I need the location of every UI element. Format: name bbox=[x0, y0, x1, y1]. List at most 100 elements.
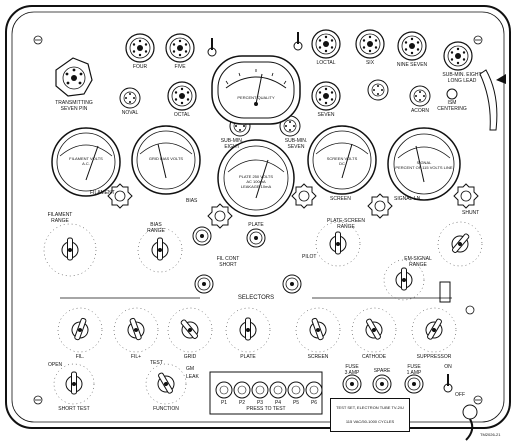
filament-range-selector[interactable] bbox=[43, 223, 97, 277]
fuse-1amp-label: FUSE 1 AMP bbox=[406, 364, 422, 376]
leak-label: LEAK bbox=[186, 374, 199, 380]
shunt-lamp bbox=[465, 305, 475, 315]
screen-volts-meter bbox=[307, 125, 377, 195]
fuse-3amp-label: FUSE 3 AMP bbox=[344, 364, 360, 376]
selector-fil-plus[interactable] bbox=[113, 307, 159, 353]
socket-five[interactable] bbox=[165, 33, 195, 63]
pilot-lamp bbox=[282, 274, 302, 294]
shunt-label: SHUNT bbox=[462, 210, 480, 216]
acorn-label: ACORN bbox=[410, 108, 430, 114]
selector-label-cathode: CATHODE bbox=[361, 354, 387, 360]
plate-label: PLATE bbox=[248, 222, 264, 228]
plate-adjust-knob[interactable] bbox=[291, 183, 317, 209]
bias-label: BIAS bbox=[186, 198, 198, 204]
filament-label: FILAMENT bbox=[90, 190, 115, 196]
corner-screw bbox=[473, 395, 483, 405]
p1-label: P1 bbox=[220, 400, 228, 406]
fuse-1amp-holder[interactable] bbox=[404, 374, 424, 394]
function-selector[interactable] bbox=[145, 363, 187, 405]
spare-fuse-holder[interactable] bbox=[372, 374, 392, 394]
selector-suppressor[interactable] bbox=[411, 307, 457, 353]
grid-bias-volts-meter bbox=[131, 125, 201, 195]
shunt-selector[interactable] bbox=[437, 221, 483, 267]
fuse-3amp-holder[interactable] bbox=[342, 374, 362, 394]
p6-button[interactable] bbox=[305, 381, 323, 399]
open-label: OPEN bbox=[48, 362, 63, 368]
percent-quality-meter bbox=[211, 55, 301, 125]
socket-noval[interactable] bbox=[119, 87, 141, 109]
noval-label: NOVAL bbox=[121, 110, 139, 116]
off-label: OFF bbox=[455, 392, 465, 398]
plate-volts-label: PLATE 250 VOLTS AC 100mA LEAKAGE 10mA bbox=[238, 174, 274, 189]
signal-switch[interactable] bbox=[439, 281, 451, 303]
socket-acorn[interactable] bbox=[409, 85, 431, 107]
selector-cathode[interactable] bbox=[351, 307, 397, 353]
plate-screen-range-selector[interactable] bbox=[315, 221, 361, 267]
plate-volts-meter bbox=[217, 139, 295, 217]
fil-cont-short-lamp bbox=[194, 274, 214, 294]
pilot-label: PILOT bbox=[302, 254, 317, 260]
socket-four[interactable] bbox=[125, 33, 155, 63]
filament-volts-label: FILAMENT VOLTS A.C. bbox=[69, 156, 103, 166]
selector-label-screen: SCREEN bbox=[307, 354, 329, 360]
screen-volts-label: SCREEN VOLTS DC bbox=[326, 156, 358, 166]
selector-screen[interactable] bbox=[295, 307, 341, 353]
fil-cont-knob[interactable] bbox=[246, 228, 266, 248]
short-test-selector[interactable] bbox=[53, 363, 95, 405]
socket-octal[interactable] bbox=[167, 81, 197, 111]
screen-adjust-knob[interactable] bbox=[367, 193, 393, 219]
p2-button[interactable] bbox=[233, 381, 251, 399]
gm-label: GM bbox=[186, 366, 195, 372]
function-label: FUNCTION bbox=[153, 406, 179, 412]
socket-sub-min-eight[interactable] bbox=[443, 41, 473, 71]
p3-button[interactable] bbox=[251, 381, 269, 399]
four-label: FOUR bbox=[132, 64, 148, 70]
em-signal-range-selector[interactable] bbox=[383, 259, 425, 301]
percent-quality-label: PERCENT QUALITY bbox=[237, 95, 275, 100]
power-cord-grommet bbox=[462, 404, 478, 420]
p3-label: P3 bbox=[256, 400, 264, 406]
socket-seven[interactable] bbox=[311, 81, 341, 111]
cover-latch[interactable] bbox=[479, 69, 498, 131]
signal-meter bbox=[387, 127, 461, 201]
selector-label-plate: PLATE bbox=[240, 354, 256, 360]
fil-cont-short-label: FIL CONT SHORT bbox=[216, 256, 240, 268]
bias-range-label: BIAS RANGE bbox=[147, 222, 165, 234]
bias-adjust-knob[interactable] bbox=[207, 203, 233, 229]
selector-grid[interactable] bbox=[167, 307, 213, 353]
selector-plate[interactable] bbox=[225, 307, 271, 353]
p2-label: P2 bbox=[238, 400, 246, 406]
six-label: SIX bbox=[365, 60, 375, 66]
bias-range-selector[interactable] bbox=[137, 227, 183, 273]
signal-adjust-knob[interactable] bbox=[453, 183, 479, 209]
socket-six[interactable] bbox=[355, 29, 385, 59]
sub-min-eight-small-label: SUB-MIN. EIGHT bbox=[220, 138, 244, 150]
p5-button[interactable] bbox=[287, 381, 305, 399]
selector-label-suppressor: SUPPRESSOR bbox=[416, 354, 452, 360]
selector-fil-minus[interactable] bbox=[57, 307, 103, 353]
bias-knob[interactable] bbox=[192, 226, 212, 246]
socket-transmitting-seven-pin[interactable] bbox=[55, 57, 93, 97]
p4-button[interactable] bbox=[269, 381, 287, 399]
selector-label-grid: GRID bbox=[183, 354, 197, 360]
filament-range-label: FILAMENT RANGE bbox=[47, 212, 73, 224]
ism-centering-label: ISM CENTERING bbox=[437, 100, 467, 112]
ism-centering-screw[interactable] bbox=[446, 88, 458, 100]
corner-screw bbox=[33, 395, 43, 405]
on-label: ON bbox=[444, 364, 452, 370]
octal-label: OCTAL bbox=[173, 112, 191, 118]
socket-loctal[interactable] bbox=[311, 29, 341, 59]
five-label: FIVE bbox=[174, 64, 186, 70]
p1-button[interactable] bbox=[215, 381, 233, 399]
filament-adjust-knob[interactable] bbox=[107, 183, 133, 209]
test-label: TEST bbox=[150, 360, 163, 366]
socket-nine-seven[interactable] bbox=[397, 31, 427, 61]
corner-screw bbox=[33, 35, 43, 45]
screen-label: SCREEN bbox=[330, 196, 351, 202]
transmitting-seven-pin-label: TRANSMITTING SEVEN PIN bbox=[55, 100, 93, 112]
p4-label: P4 bbox=[274, 400, 282, 406]
selector-label-fil-plus: FIL+ bbox=[130, 354, 142, 360]
short-test-label: SHORT TEST bbox=[58, 406, 90, 412]
socket-sub-min-long[interactable] bbox=[367, 79, 389, 101]
